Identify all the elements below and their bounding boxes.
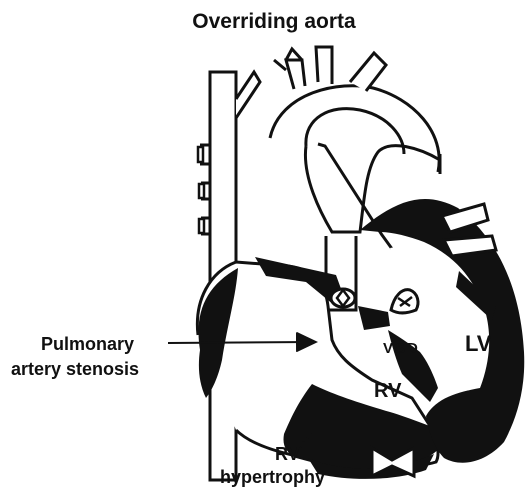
aortic-arch	[270, 47, 440, 174]
pulmonary-label-line2: artery stenosis	[11, 359, 139, 379]
rv-hypertrophy-line1: RV	[275, 444, 300, 464]
diagram-title: Overriding aorta	[192, 10, 356, 33]
pulmonary-label-line1: Pulmonary	[41, 334, 134, 354]
rv-hypertrophy-line2: hypertrophy	[220, 467, 325, 487]
pulmonary-stenosis-arrow	[168, 342, 312, 343]
vsd-label: VSD	[383, 340, 420, 357]
rv-label: RV	[374, 380, 402, 402]
lv-label: LV	[465, 331, 492, 356]
